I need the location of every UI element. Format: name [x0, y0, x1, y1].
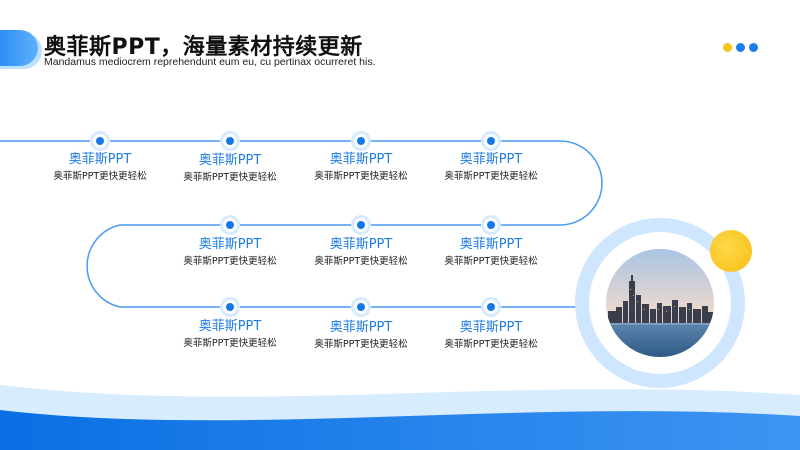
sun-circle-decoration: [710, 230, 752, 272]
timeline-item-desc: 奥菲斯PPT更快更轻松: [53, 171, 147, 182]
timeline-node: [484, 218, 498, 232]
photo-frame: [575, 218, 745, 388]
photo-frame-inner: [589, 232, 731, 374]
timeline-item-title: 奥菲斯PPT: [329, 237, 393, 252]
timeline-item: 奥菲斯PPT 奥菲斯PPT更快更轻松: [175, 319, 285, 350]
timeline-item-desc: 奥菲斯PPT更快更轻松: [444, 256, 538, 267]
timeline-item-desc: 奥菲斯PPT更快更轻松: [444, 171, 538, 182]
timeline-item-desc: 奥菲斯PPT更快更轻松: [444, 339, 538, 350]
timeline-item-title: 奥菲斯PPT: [198, 237, 262, 252]
dot-yellow: [723, 43, 732, 52]
timeline-item-title: 奥菲斯PPT: [459, 237, 523, 252]
timeline-item: 奥菲斯PPT 奥菲斯PPT更快更轻松: [175, 237, 285, 268]
timeline-node: [354, 134, 368, 148]
timeline-node: [93, 134, 107, 148]
timeline-item-title: 奥菲斯PPT: [198, 319, 262, 334]
timeline-item: 奥菲斯PPT 奥菲斯PPT更快更轻松: [45, 152, 155, 183]
page-title: 奥菲斯PPT，海量素材持续更新: [44, 35, 363, 60]
dot-blue: [736, 43, 745, 52]
corner-accent-shape: [0, 30, 38, 66]
dot-blue: [749, 43, 758, 52]
timeline-item-desc: 奥菲斯PPT更快更轻松: [314, 171, 408, 182]
bottom-wave-decoration: [0, 385, 800, 450]
timeline-item-desc: 奥菲斯PPT更快更轻松: [314, 339, 408, 350]
page-subtitle: Mandamus mediocrem reprehendunt eum eu, …: [44, 56, 376, 68]
timeline-node: [223, 300, 237, 314]
timeline-item: 奥菲斯PPT 奥菲斯PPT更快更轻松: [306, 237, 416, 268]
timeline-item-desc: 奥菲斯PPT更快更轻松: [314, 256, 408, 267]
timeline-node: [484, 134, 498, 148]
timeline-item-title: 奥菲斯PPT: [329, 152, 393, 167]
timeline-item: 奥菲斯PPT 奥菲斯PPT更快更轻松: [436, 152, 546, 183]
timeline-item: 奥菲斯PPT 奥菲斯PPT更快更轻松: [436, 237, 546, 268]
timeline-item-title: 奥菲斯PPT: [459, 320, 523, 335]
timeline-node: [484, 300, 498, 314]
timeline-item: 奥菲斯PPT 奥菲斯PPT更快更轻松: [175, 153, 285, 184]
timeline-node: [354, 218, 368, 232]
timeline-item-title: 奥菲斯PPT: [198, 153, 262, 168]
timeline-item-title: 奥菲斯PPT: [459, 152, 523, 167]
timeline-item-desc: 奥菲斯PPT更快更轻松: [183, 172, 277, 183]
decorative-dots: [723, 43, 758, 52]
timeline-item: 奥菲斯PPT 奥菲斯PPT更快更轻松: [306, 320, 416, 351]
timeline-item-title: 奥菲斯PPT: [329, 320, 393, 335]
timeline-node: [354, 300, 368, 314]
timeline-item-title: 奥菲斯PPT: [68, 152, 132, 167]
city-skyline-photo: [606, 249, 714, 357]
timeline-item-desc: 奥菲斯PPT更快更轻松: [183, 256, 277, 267]
timeline-node: [223, 134, 237, 148]
timeline-node: [223, 218, 237, 232]
city-skyline-photo-icon: [606, 249, 714, 357]
timeline-item: 奥菲斯PPT 奥菲斯PPT更快更轻松: [436, 320, 546, 351]
timeline-item: 奥菲斯PPT 奥菲斯PPT更快更轻松: [306, 152, 416, 183]
timeline-item-desc: 奥菲斯PPT更快更轻松: [183, 338, 277, 349]
